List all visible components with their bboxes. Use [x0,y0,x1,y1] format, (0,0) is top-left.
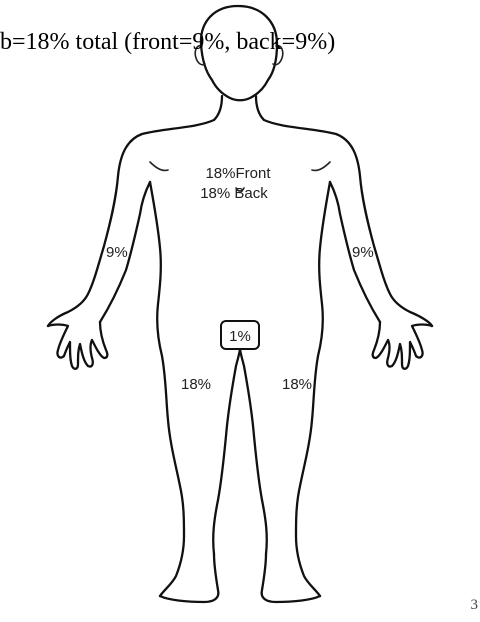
label-trunk-back: 18% Back [200,185,268,202]
chest-detail-right [150,162,168,171]
label-right-leg: 18% [181,376,211,393]
left-inner-leg [240,348,267,554]
label-left-leg: 18% [282,376,312,393]
caption-text: b=18% total (front=9%, back=9%) [0,30,335,54]
label-genital: 1% [229,328,251,345]
right-inner-leg [213,348,240,554]
left-hand [373,322,432,369]
right-hand [48,322,107,369]
right-foot [160,554,218,602]
label-trunk-front: 18%Front [205,165,271,182]
left-foot [262,554,320,602]
label-right-arm: 9% [106,244,128,261]
body-outline-left [48,96,222,326]
chest-detail-left [312,162,330,171]
corner-mark: 3 [471,597,479,614]
body-outline-right [256,96,432,326]
label-left-arm: 9% [352,244,374,261]
torso-right-side [150,182,184,596]
